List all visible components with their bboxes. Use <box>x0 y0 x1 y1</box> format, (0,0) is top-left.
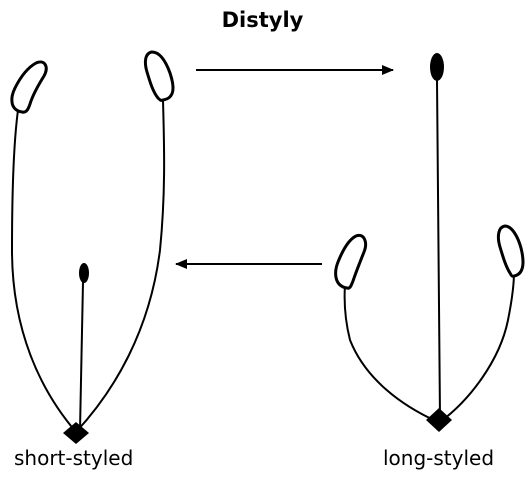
short-styled-right-anther <box>145 52 173 100</box>
long-styled-right-anther <box>498 226 523 276</box>
short-styled-label: short-styled <box>14 446 133 470</box>
short-styled-stigma <box>79 263 89 283</box>
long-styled-stigma <box>430 53 444 81</box>
short-styled-style <box>80 282 83 430</box>
short-styled-left-anther <box>12 62 46 112</box>
long-styled-style <box>437 80 440 418</box>
long-styled-receptacle <box>426 408 452 432</box>
long-styled-left-anther <box>336 235 366 288</box>
long-styled-left-filament <box>345 285 438 422</box>
short-styled-left-filament <box>12 110 76 432</box>
short-styled-receptacle <box>63 422 89 444</box>
long-styled-right-filament <box>440 272 514 422</box>
short-styled-flower <box>12 52 173 444</box>
long-styled-flower <box>336 53 523 432</box>
short-styled-right-filament <box>76 100 164 432</box>
long-styled-label: long-styled <box>383 446 494 470</box>
